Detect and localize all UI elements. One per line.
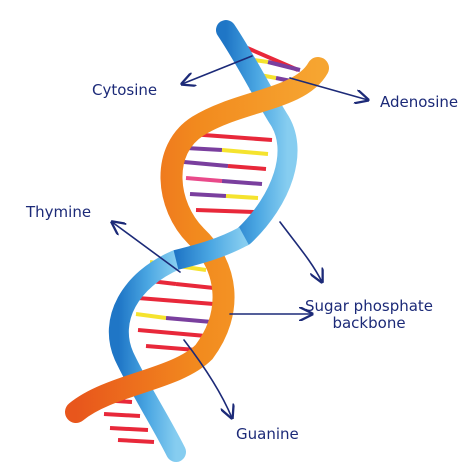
base-pair (185, 146, 223, 152)
base-pair (137, 328, 207, 338)
base-pair (195, 208, 255, 214)
base-pair (145, 344, 197, 352)
base-pair (137, 296, 215, 306)
sugar-phosphate-label-line2: backbone (332, 314, 406, 333)
thymine-arrow (112, 222, 181, 273)
base-pair (267, 60, 301, 72)
sugar-phosphate-label-line1: Sugar phosphate (305, 297, 434, 315)
blue-strand-middle (173, 227, 249, 270)
base-pair (185, 176, 223, 183)
base-pair (135, 312, 167, 320)
base-pair (183, 160, 229, 168)
base-pair (189, 192, 227, 198)
base-pair (225, 194, 259, 200)
base-pair (221, 148, 269, 156)
blue-strand-lower (108, 250, 186, 462)
base-pair (103, 412, 141, 418)
blue-strand-upper (216, 20, 298, 246)
base-pair (227, 164, 267, 171)
sugar-phosphate-backbone-label: Sugar phosphate backbone (305, 297, 434, 333)
guanine-arrow (183, 339, 232, 418)
adenosine-label: Adenosine (380, 93, 459, 111)
annotation-arrows (112, 55, 368, 418)
base-pair (165, 316, 213, 324)
orange-strand (65, 57, 329, 423)
base-pair (175, 282, 215, 290)
backbone-arrow-upper (279, 221, 322, 282)
base-pair (221, 179, 263, 186)
thymine-label: Thymine (26, 203, 92, 221)
base-pair (109, 426, 149, 432)
cytosine-arrow (182, 55, 253, 84)
adenosine-arrow (289, 77, 368, 100)
guanine-label: Guanine (236, 425, 299, 443)
base-pair (117, 438, 155, 444)
cytosine-label: Cytosine (92, 81, 158, 99)
